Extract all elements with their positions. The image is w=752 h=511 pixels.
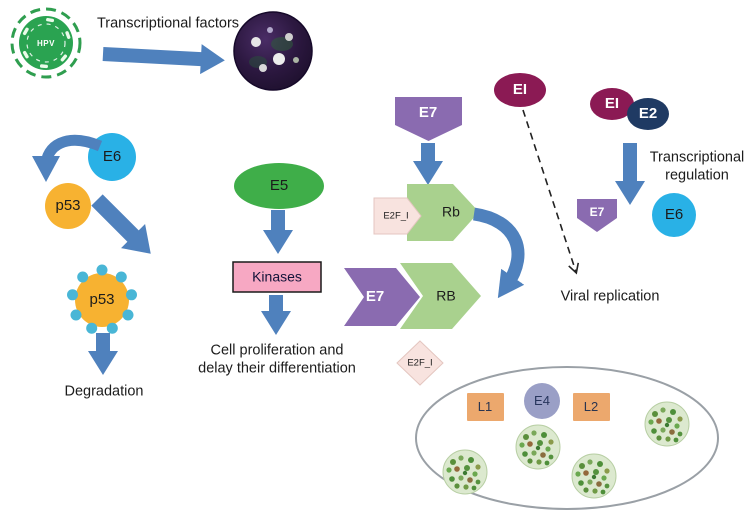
e2f1-upper-label: E2F_I [383, 210, 409, 222]
e5-node [234, 163, 324, 209]
arrow-transcriptional-factors [102, 44, 225, 75]
arrow-p53-to-ubiquitinated [91, 194, 151, 254]
arrow-e1-to-viral-replication [522, 109, 580, 275]
e2-label: E2 [638, 105, 658, 122]
l2-label: L2 [583, 399, 599, 415]
e7-mid-label: E7 [365, 288, 385, 305]
virion-particle [442, 449, 488, 495]
p53-label: p53 [55, 197, 81, 214]
e4-node [524, 383, 560, 419]
e4-label: E4 [534, 393, 550, 409]
e1-left-node [494, 73, 546, 107]
virion-assembly-cell [415, 366, 719, 510]
arrow-transcriptional-regulation [615, 143, 645, 205]
l1-label: L1 [477, 399, 493, 415]
e1-left-label: EI [512, 81, 528, 98]
degradation-label: Degradation [64, 383, 144, 400]
e7-top-label: E7 [418, 104, 438, 121]
rb-upper-label: Rb [442, 203, 460, 220]
cell-proliferation-line2: delay their differentiation [198, 360, 356, 377]
kinases-label: Kinases [252, 268, 302, 285]
genome-label: HPV [37, 39, 55, 49]
nucleus-micrograph [233, 11, 313, 91]
l2-box [573, 393, 610, 421]
virion-particle [571, 453, 617, 499]
viral-replication-label: Viral replication [560, 288, 660, 305]
virion-particle [515, 424, 561, 470]
e7-rb-complex [344, 263, 481, 329]
e5-label: E5 [269, 177, 289, 194]
p53-ubiquitinated-label: p53 [89, 291, 115, 308]
e7-right-node [577, 199, 617, 232]
arrow-e5-to-kinases [263, 210, 293, 254]
e7-top-node [395, 97, 462, 141]
arrow-rb-release [472, 207, 525, 299]
e1-right-label: EI [604, 95, 620, 112]
transcriptional-factors-label: Transcriptional factors [96, 15, 240, 32]
e1-e2-pair [590, 88, 669, 130]
e2f1-lower-label: E2F_I [407, 357, 433, 369]
arrow-e7-to-rb [413, 143, 443, 185]
p53-ubiquitinated-node [67, 264, 137, 334]
hpv-genome-map [10, 7, 82, 79]
rb-e2f1-complex [373, 184, 479, 241]
arrow-kinases-to-caption [261, 295, 291, 335]
e6-left-label: E6 [102, 148, 122, 165]
e6-right-label: E6 [664, 206, 684, 223]
arrow-to-degradation [88, 333, 118, 375]
e7-right-label: E7 [589, 204, 605, 219]
arrow-e6-to-p53 [32, 134, 103, 182]
e2f1-released-node [396, 340, 444, 386]
cell-proliferation-line1: Cell proliferation and [210, 342, 344, 359]
p53-node [45, 183, 91, 229]
rb-lower-label: RB [436, 287, 456, 304]
transcriptional-regulation-line2: regulation [665, 167, 729, 184]
e6-right-node [652, 193, 696, 237]
transcriptional-regulation-line1: Transcriptional [649, 149, 745, 166]
virion-particle [644, 401, 690, 447]
kinases-box [232, 261, 322, 293]
l1-box [467, 393, 504, 421]
